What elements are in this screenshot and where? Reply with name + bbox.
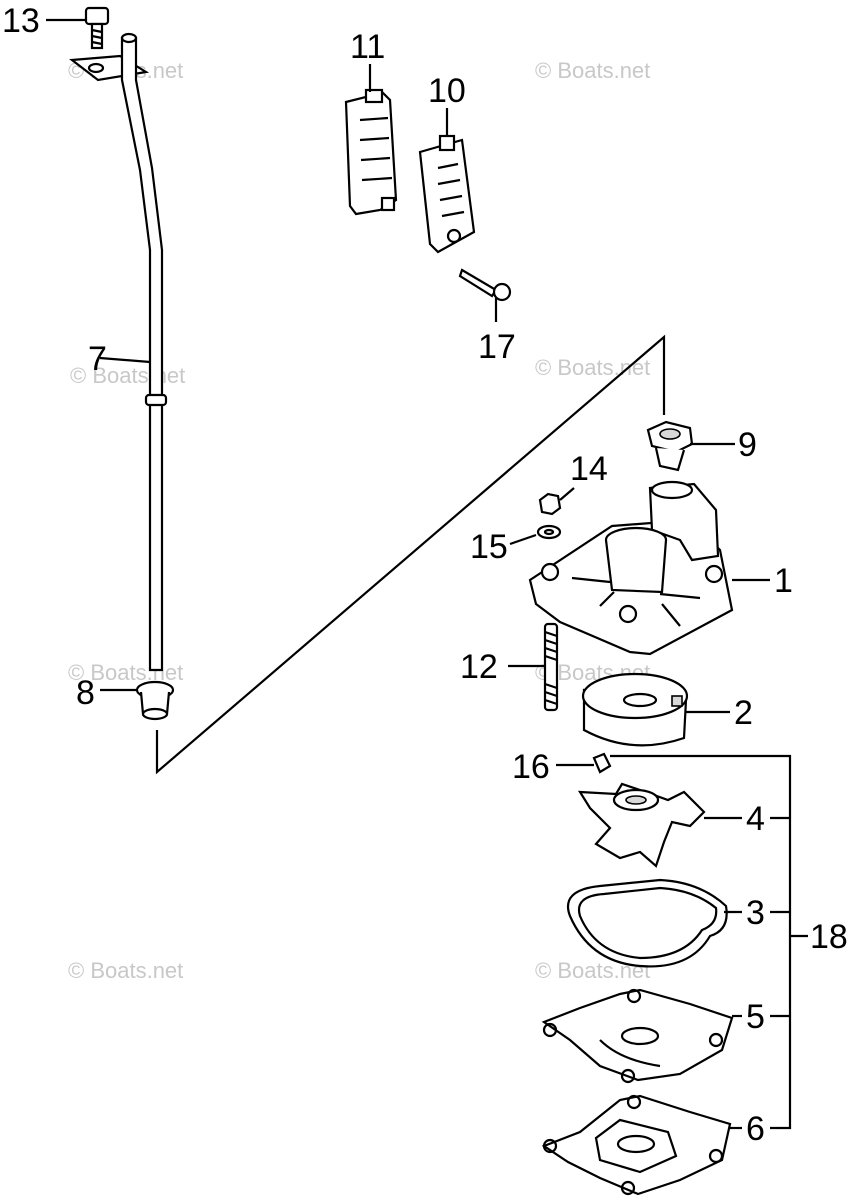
connector-part-11[interactable] [344,88,398,216]
callout-14[interactable]: 14 [570,450,608,488]
watermark: © Boats.net [68,958,183,983]
seal-part-9[interactable] [646,420,694,472]
screw-part-17[interactable] [458,268,512,302]
callout-9[interactable]: 9 [738,426,757,464]
gasket-part-5[interactable] [541,988,734,1084]
grommet-part-8[interactable] [135,680,175,721]
pump-housing-part-1[interactable] [528,480,734,656]
stud-part-12[interactable] [543,622,559,712]
callout-2[interactable]: 2 [734,694,753,732]
key-part-16[interactable] [592,752,612,774]
washer-part-15[interactable] [536,524,562,540]
callout-7[interactable]: 7 [88,340,107,378]
watermark: © Boats.net [535,355,650,380]
bolt-part-13[interactable] [84,6,110,50]
callout-4[interactable]: 4 [746,800,765,838]
o-ring-part-3[interactable] [567,878,728,968]
insert-cartridge-part-2[interactable] [581,672,689,747]
callout-5[interactable]: 5 [746,998,765,1036]
cover-part-10[interactable] [418,134,476,254]
kit-bracket-line [610,754,792,1130]
plate-part-6[interactable] [541,1094,732,1196]
callout-13[interactable]: 13 [2,2,40,40]
callout-8[interactable]: 8 [76,674,95,712]
callout-3[interactable]: 3 [746,894,765,932]
callout-16[interactable]: 16 [512,748,550,786]
impeller-part-4[interactable] [577,782,706,868]
callout-11[interactable]: 11 [350,28,385,66]
callout-18[interactable]: 18 [810,918,848,956]
leader-line [99,356,151,364]
callout-17[interactable]: 17 [478,328,516,366]
water-tube-part-7[interactable] [69,32,168,672]
callout-12[interactable]: 12 [460,648,498,686]
callout-1[interactable]: 1 [774,562,793,600]
leader-line [559,487,575,501]
nut-part-14[interactable] [538,492,562,516]
callout-15[interactable]: 15 [470,528,508,566]
watermark: © Boats.net [68,660,183,685]
callout-6[interactable]: 6 [746,1110,765,1148]
watermark: © Boats.net [70,363,185,388]
watermark: © Boats.net [535,58,650,83]
callout-10[interactable]: 10 [428,72,466,110]
assembly-line [155,334,666,775]
leader-line [509,533,537,546]
